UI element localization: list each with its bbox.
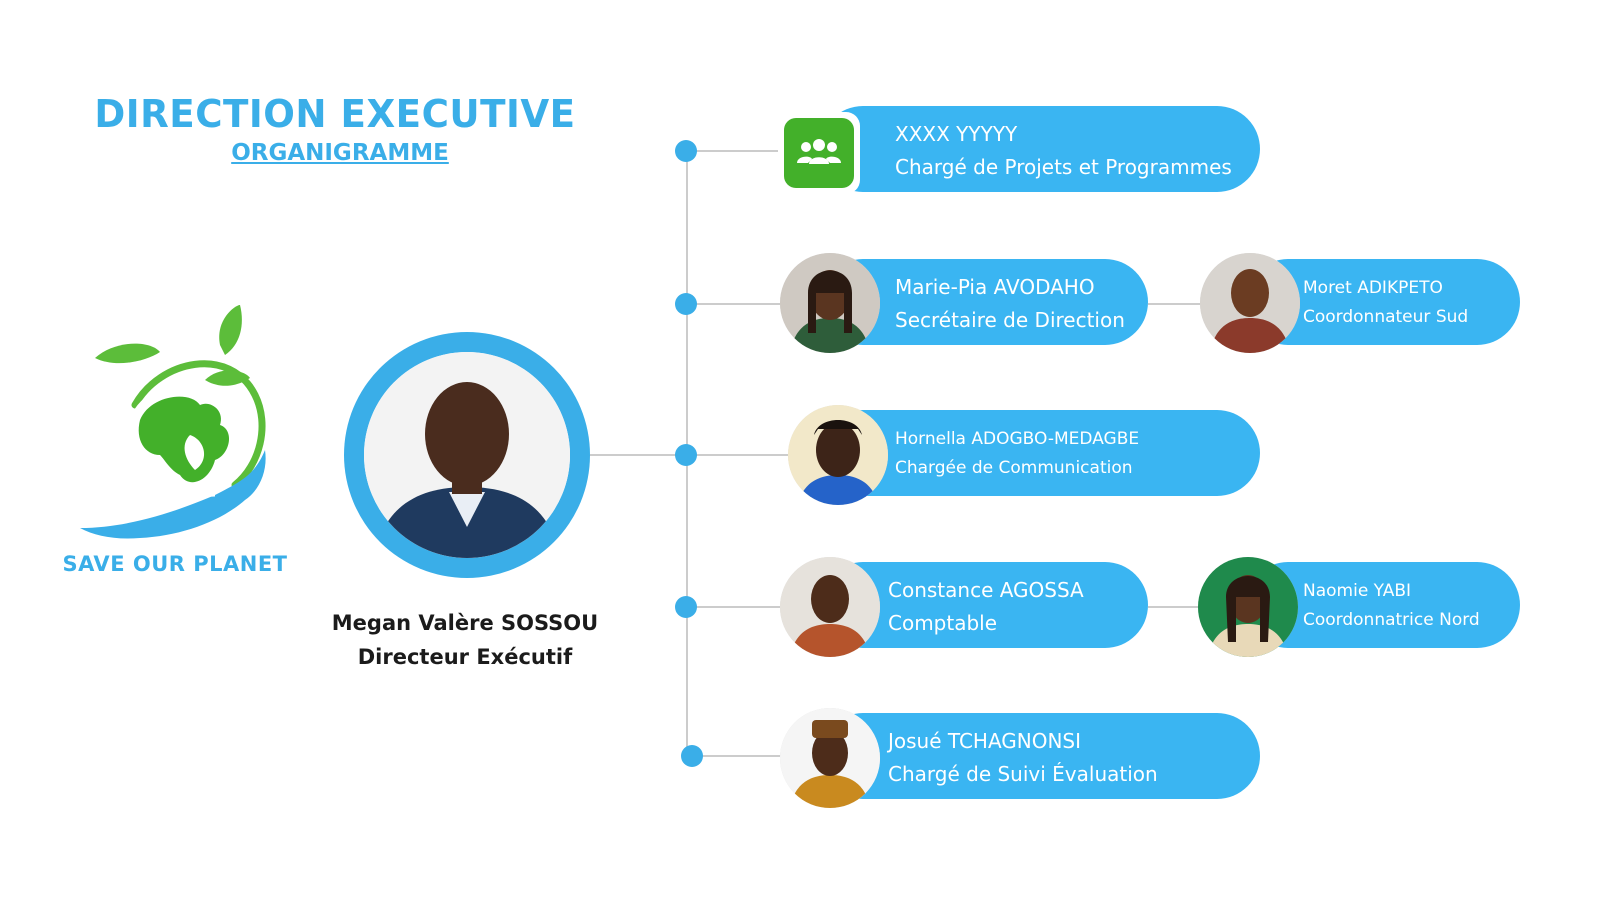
connector-dot <box>675 444 697 466</box>
member-avatar <box>1198 557 1298 657</box>
member-name: Josué TCHAGNONSI <box>888 729 1082 753</box>
member-role: Chargé de Projets et Programmes <box>895 155 1232 179</box>
page-subtitle: ORGANIGRAMME <box>231 140 449 166</box>
person-icon <box>780 708 880 808</box>
member-card: Hornella ADOGBO-MEDAGBE Chargée de Commu… <box>820 410 1260 496</box>
connector-dot <box>675 140 697 162</box>
member-avatar <box>788 405 888 505</box>
member-role: Coordonnatrice Nord <box>1303 610 1480 630</box>
director-role: Directeur Exécutif <box>357 645 573 669</box>
member-avatar <box>780 708 880 808</box>
person-icon <box>1198 557 1298 657</box>
connector-dot <box>675 293 697 315</box>
group-icon-tile <box>778 112 860 194</box>
member-name: Hornella ADOGBO-MEDAGBE <box>895 429 1140 449</box>
member-avatar <box>780 557 880 657</box>
member-name: Marie-Pia AVODAHO <box>895 275 1095 299</box>
member-name: Naomie YABI <box>1303 581 1412 601</box>
member-role: Comptable <box>888 611 998 635</box>
member-card: Marie-Pia AVODAHO Secrétaire de Directio… <box>820 259 1148 345</box>
person-icon <box>788 405 888 505</box>
member-card: Naomie YABI Coordonnatrice Nord <box>1245 562 1520 648</box>
member-name: Constance AGOSSA <box>888 578 1084 602</box>
director-photo <box>364 352 570 558</box>
person-icon <box>1200 253 1300 353</box>
member-role: Coordonnateur Sud <box>1303 307 1469 327</box>
member-role: Chargé de Suivi Évaluation <box>888 762 1158 786</box>
connector-dot <box>675 596 697 618</box>
page-title: DIRECTION EXECUTIVE <box>94 92 576 136</box>
member-role: Secrétaire de Direction <box>895 308 1125 332</box>
member-avatar <box>1200 253 1300 353</box>
member-role: Chargée de Communication <box>895 458 1133 478</box>
logo-text: SAVE OUR PLANET <box>62 552 288 576</box>
director-name: Megan Valère SOSSOU <box>331 611 599 635</box>
member-card: XXXX YYYYY Chargé de Projets et Programm… <box>820 106 1260 192</box>
person-icon <box>780 557 880 657</box>
person-icon <box>364 352 570 558</box>
member-card: Josué TCHAGNONSI Chargé de Suivi Évaluat… <box>820 713 1260 799</box>
member-name: Moret ADIKPETO <box>1303 278 1443 298</box>
connector-dot <box>681 745 703 767</box>
save-our-planet-logo <box>80 305 266 539</box>
director-caption: Megan Valère SOSSOU Directeur Exécutif <box>310 606 620 674</box>
group-icon <box>797 139 841 164</box>
person-icon <box>780 253 880 353</box>
member-avatar <box>780 253 880 353</box>
member-name: XXXX YYYYY <box>895 122 1018 146</box>
